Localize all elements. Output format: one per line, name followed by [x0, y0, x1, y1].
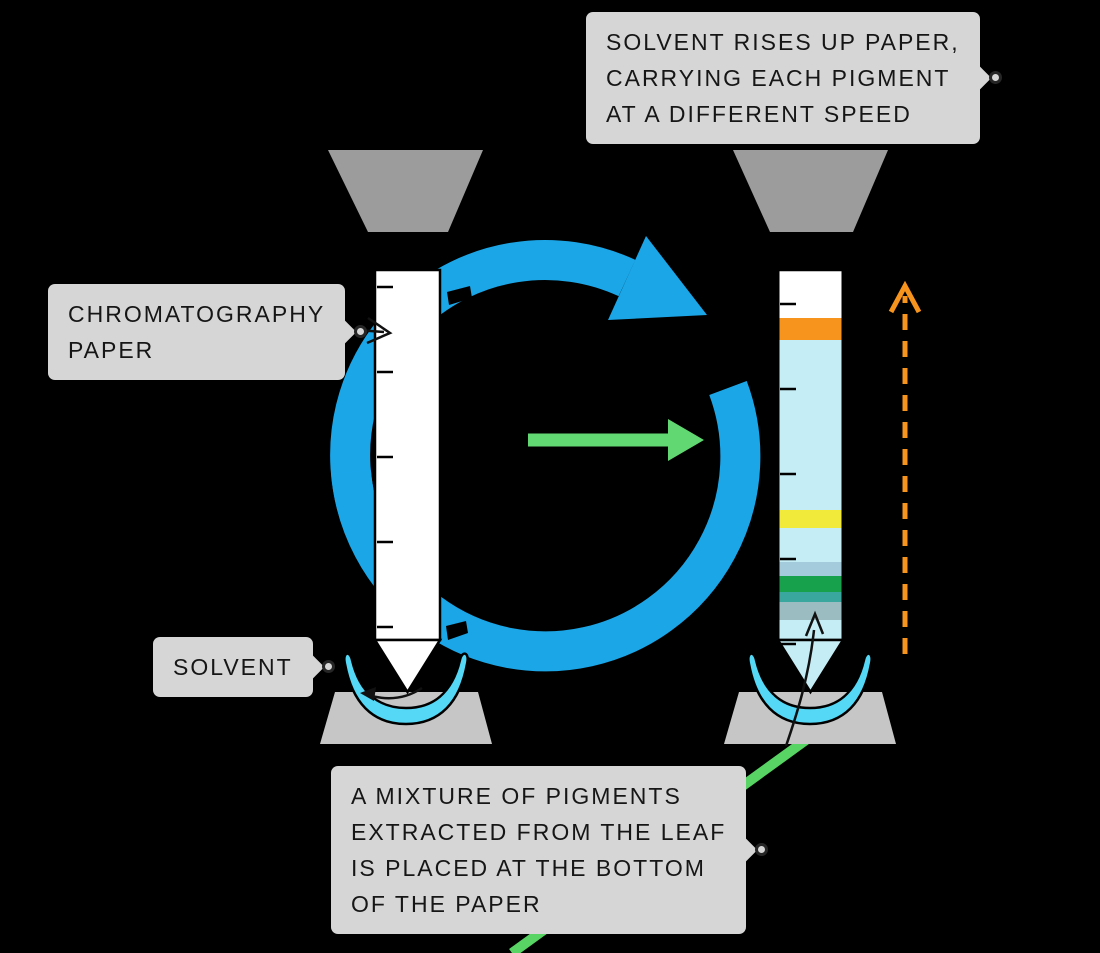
- paper-pointer-head-icon: [366, 316, 393, 345]
- pigment-band-cyan-2: [779, 528, 842, 562]
- label-text: AT A DIFFERENT SPEED: [606, 101, 912, 127]
- label-text: EXTRACTED FROM THE LEAF: [351, 819, 727, 845]
- label-tag-ring-icon: [354, 325, 368, 338]
- mixture-origin-arrow-head-icon: [804, 610, 825, 637]
- label-text: CHROMATOGRAPHY: [68, 301, 326, 327]
- pigment-band-pale-blue: [779, 562, 842, 576]
- left-support-funnel: [328, 150, 483, 232]
- right-support-funnel: [733, 150, 888, 232]
- solvent-swirl-arrow: [367, 686, 423, 700]
- solvent-swirl-arrow-head-icon: [360, 687, 376, 701]
- mixture-origin-arrow: [784, 629, 816, 747]
- solvent-rise-arrow-head-icon: [888, 280, 922, 314]
- label-text: CARRYING EACH PIGMENT: [606, 65, 951, 91]
- pigment-band-white: [779, 270, 842, 318]
- pigment-band-teal: [779, 592, 842, 602]
- right-paper-ticks: [780, 302, 796, 646]
- label-solvent: SOLVENT: [153, 637, 335, 697]
- label-text: IS PLACED AT THE BOTTOM: [351, 855, 706, 881]
- left-paper-tip: [372, 638, 443, 695]
- label-chromatography-paper: CHROMATOGRAPHY PAPER: [48, 284, 368, 380]
- pigment-band-cyan-3: [779, 620, 842, 640]
- label-tag-ring-icon: [321, 660, 335, 673]
- label-tag-ring-icon: [755, 843, 769, 856]
- pigment-band-cyan: [779, 340, 842, 510]
- solvent-front-marks: [446, 286, 472, 640]
- label-text: SOLVENT: [173, 654, 293, 680]
- pigment-band-gray-teal: [779, 602, 842, 620]
- label-pigment-mixture: A MIXTURE OF PIGMENTS EXTRACTED FROM THE…: [331, 766, 769, 934]
- pigment-band-orange: [779, 318, 842, 340]
- left-paper-ticks: [377, 285, 393, 629]
- label-text: OF THE PAPER: [351, 891, 542, 917]
- label-text: SOLVENT RISES UP PAPER,: [606, 29, 960, 55]
- label-text: PAPER: [68, 337, 155, 363]
- right-solvent-dish: [747, 652, 873, 726]
- label-tag-ring-icon: [988, 71, 1002, 84]
- cycle-arrow-head-icon: [608, 236, 707, 320]
- progress-arrow-head-icon: [668, 419, 704, 461]
- pigment-band-yellow: [779, 510, 842, 528]
- pigment-bands: [779, 270, 842, 640]
- left-solvent-dish: [343, 652, 469, 726]
- label-text: A MIXTURE OF PIGMENTS: [351, 783, 682, 809]
- right-paper-tip: [775, 638, 846, 695]
- label-solvent-rises: SOLVENT RISES UP PAPER, CARRYING EACH PI…: [586, 12, 1002, 144]
- pigment-band-green: [779, 576, 842, 592]
